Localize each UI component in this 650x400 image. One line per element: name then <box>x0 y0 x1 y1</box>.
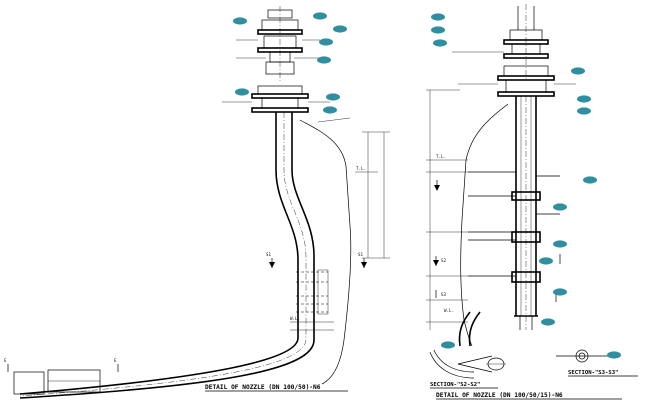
right-detail-title: DETAIL OF NOZZLE (DN 100/50/15)-N6 <box>436 392 563 399</box>
section-label-e-left: E <box>4 358 7 363</box>
callout-bubble <box>233 17 247 25</box>
callout-bubble <box>431 26 445 34</box>
callout-bubble <box>583 176 597 184</box>
callout-bubble <box>541 318 555 326</box>
callout-bubble <box>539 257 553 265</box>
callout-bubble <box>577 95 591 103</box>
callout-bubble <box>553 288 567 296</box>
wl-label-left: W.L. <box>290 316 300 321</box>
wl-label-right: W.L. <box>444 308 454 313</box>
callout-bubble <box>571 67 585 75</box>
left-bent-pipe <box>19 112 315 399</box>
level-labels: T.L. T.L. W.L. W.L. S1 S1 S2 S3 E E <box>4 154 454 363</box>
callout-bubble <box>319 38 333 46</box>
callout-bubble <box>326 93 340 101</box>
section-label-s3: S3 <box>441 292 447 297</box>
callout-bubbles <box>233 12 621 359</box>
section-s2-sketch <box>429 349 506 379</box>
right-support-bars <box>468 171 560 283</box>
callout-bubble <box>553 240 567 248</box>
callout-bubble <box>333 25 347 33</box>
left-middle-flange <box>222 85 351 123</box>
callout-bubble <box>235 88 249 96</box>
callout-bubble <box>441 341 455 349</box>
section-s3-title: SECTION-"S3-S3" <box>568 370 619 376</box>
callout-bubble <box>313 12 327 20</box>
right-nozzle-detail <box>426 4 608 379</box>
right-bottom-elbow <box>458 311 471 347</box>
tl-label-left: T.L. <box>356 166 366 171</box>
left-vertical-dimension <box>355 131 390 259</box>
right-vertical-pipe <box>514 96 538 330</box>
left-nozzle-detail <box>7 6 390 399</box>
section-s3-sketch <box>556 349 608 363</box>
left-top-flange <box>236 6 322 82</box>
left-support-clamps <box>290 269 334 331</box>
section-s2-title: SECTION-"S2-S2" <box>430 382 481 388</box>
section-label-e-right: E <box>114 358 117 363</box>
callout-bubble <box>577 107 591 115</box>
callout-bubble <box>433 39 447 47</box>
callout-bubble <box>323 106 337 114</box>
callout-bubble <box>607 351 621 359</box>
section-label-s1-right: S1 <box>358 252 364 257</box>
left-bottom-stub <box>13 369 101 395</box>
section-label-s1-left: S1 <box>266 252 272 257</box>
right-middle-flange <box>458 65 576 97</box>
right-vessel-shell <box>460 103 509 347</box>
callout-bubble <box>431 13 445 21</box>
right-vertical-dimension <box>426 89 468 330</box>
tl-label-right: T.L. <box>436 154 446 159</box>
drawing-titles: DETAIL OF NOZZLE (DN 100/50)-N6 SECTION-… <box>205 370 638 400</box>
callout-bubble <box>317 56 331 64</box>
callout-bubble <box>553 203 567 211</box>
left-section-markers <box>7 258 367 372</box>
left-detail-title: DETAIL OF NOZZLE (DN 100/50)-N6 <box>205 384 321 391</box>
left-vessel-shell <box>299 119 352 385</box>
section-label-s2: S2 <box>441 258 447 263</box>
right-section-markers <box>433 180 561 302</box>
right-top-flange <box>452 4 549 80</box>
